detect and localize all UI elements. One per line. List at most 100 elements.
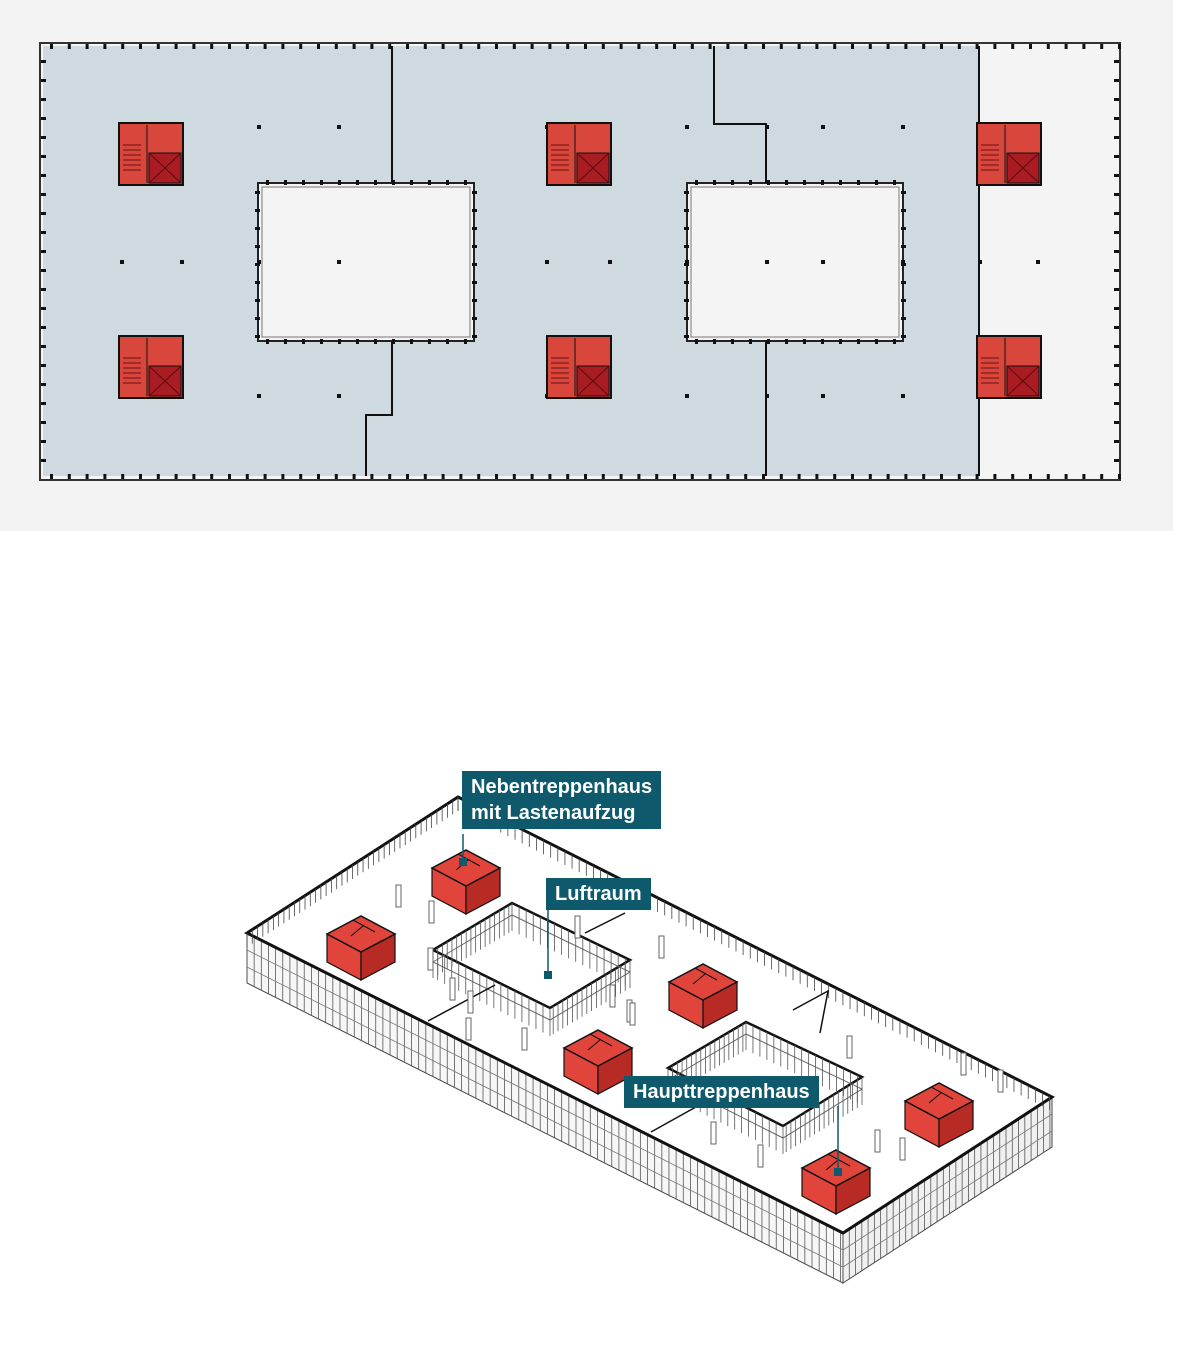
facade-column [1114, 117, 1119, 120]
core-lift-cross [576, 365, 610, 397]
interior-column [899, 1137, 906, 1161]
top-floor-slab [243, 795, 1056, 1235]
interior-column [521, 1027, 528, 1051]
facade-column [210, 474, 214, 479]
facade-column [1118, 474, 1121, 479]
facade-column [156, 474, 160, 479]
floor-plan-panel [0, 0, 1173, 531]
void-column [472, 227, 477, 230]
void-column [255, 191, 260, 194]
core-4-inner-wall [587, 1039, 601, 1051]
core-3-inner-wall [694, 967, 718, 981]
interior-column [685, 125, 689, 129]
interior-column [821, 394, 825, 398]
interior-column [846, 1035, 853, 1059]
facade-column [619, 44, 623, 49]
void-column [266, 180, 269, 185]
facade-column [815, 44, 819, 49]
void-column [713, 339, 716, 344]
void-1 [257, 182, 475, 342]
void-inner-edge [690, 186, 900, 338]
core-stair-6 [976, 335, 1042, 399]
interior-column [428, 900, 435, 924]
interior-column [337, 260, 341, 264]
void-column [893, 180, 896, 185]
void-column [464, 180, 467, 185]
facade-column [1100, 474, 1104, 479]
facade-column [41, 459, 46, 462]
void-column [410, 180, 413, 185]
facade-column [904, 474, 908, 479]
void-column [464, 339, 467, 344]
callout-nebentreppenhaus-line2: mit Lastenaufzug [471, 802, 636, 824]
facade-column [245, 474, 249, 479]
interior-column [821, 125, 825, 129]
facade-column [41, 364, 46, 367]
void-column [255, 335, 260, 338]
void-column [785, 180, 788, 185]
void-column [857, 180, 860, 185]
facade-column [584, 44, 587, 49]
facade-column [619, 474, 623, 479]
void-column [284, 180, 287, 185]
facade-column [584, 474, 587, 479]
void-column [472, 299, 477, 302]
facade-column [370, 474, 374, 479]
interior-column [765, 125, 769, 129]
facade-column [41, 383, 46, 386]
core-2-inner-wall [352, 919, 376, 933]
interior-column [765, 260, 769, 264]
facade-column [228, 474, 231, 479]
outer-wall [39, 42, 1121, 481]
facade-column [655, 44, 659, 49]
facade-column [726, 474, 730, 479]
facade-column [815, 474, 819, 479]
facade-column [334, 474, 338, 479]
facade-column [1114, 459, 1119, 462]
facade-column [121, 44, 125, 49]
facade-column [833, 474, 837, 479]
void-column [472, 245, 477, 248]
facade-column [1114, 231, 1119, 234]
facade-column [1114, 421, 1119, 424]
facade-column [263, 44, 267, 49]
void-column [803, 180, 806, 185]
void-column [893, 339, 896, 344]
facade-column [41, 117, 46, 120]
void-column [684, 191, 689, 194]
facade-column [637, 44, 641, 49]
core-stair-4 [118, 335, 184, 399]
facade-column [833, 44, 837, 49]
void-column [392, 180, 395, 185]
void-column [875, 339, 878, 344]
facade-column [530, 474, 534, 479]
partition-wall [365, 341, 393, 476]
facade-column [1082, 474, 1086, 479]
facade-column [423, 44, 427, 49]
facade-column [744, 474, 748, 479]
facade-column [263, 474, 267, 479]
facade-column [512, 44, 516, 49]
interior-column [901, 394, 905, 398]
open-area [979, 46, 1117, 476]
facade-column [121, 474, 125, 479]
facade-column [41, 79, 46, 82]
void-column [255, 263, 260, 266]
core-4-top [562, 1029, 634, 1067]
interior-column [574, 915, 581, 939]
void-2 [686, 182, 904, 342]
facade-column [1064, 44, 1068, 49]
facade-column [41, 193, 46, 196]
void-column [731, 180, 734, 185]
interior-column [449, 977, 456, 1001]
facade-column [708, 44, 712, 49]
facade-column [1114, 383, 1119, 386]
facade-column [50, 44, 53, 49]
facade-column [851, 474, 854, 479]
void-column [695, 339, 698, 344]
void-column [255, 245, 260, 248]
interior-column [337, 125, 341, 129]
facade-column [1118, 44, 1121, 49]
facade-column [477, 44, 481, 49]
facade-column [886, 44, 890, 49]
